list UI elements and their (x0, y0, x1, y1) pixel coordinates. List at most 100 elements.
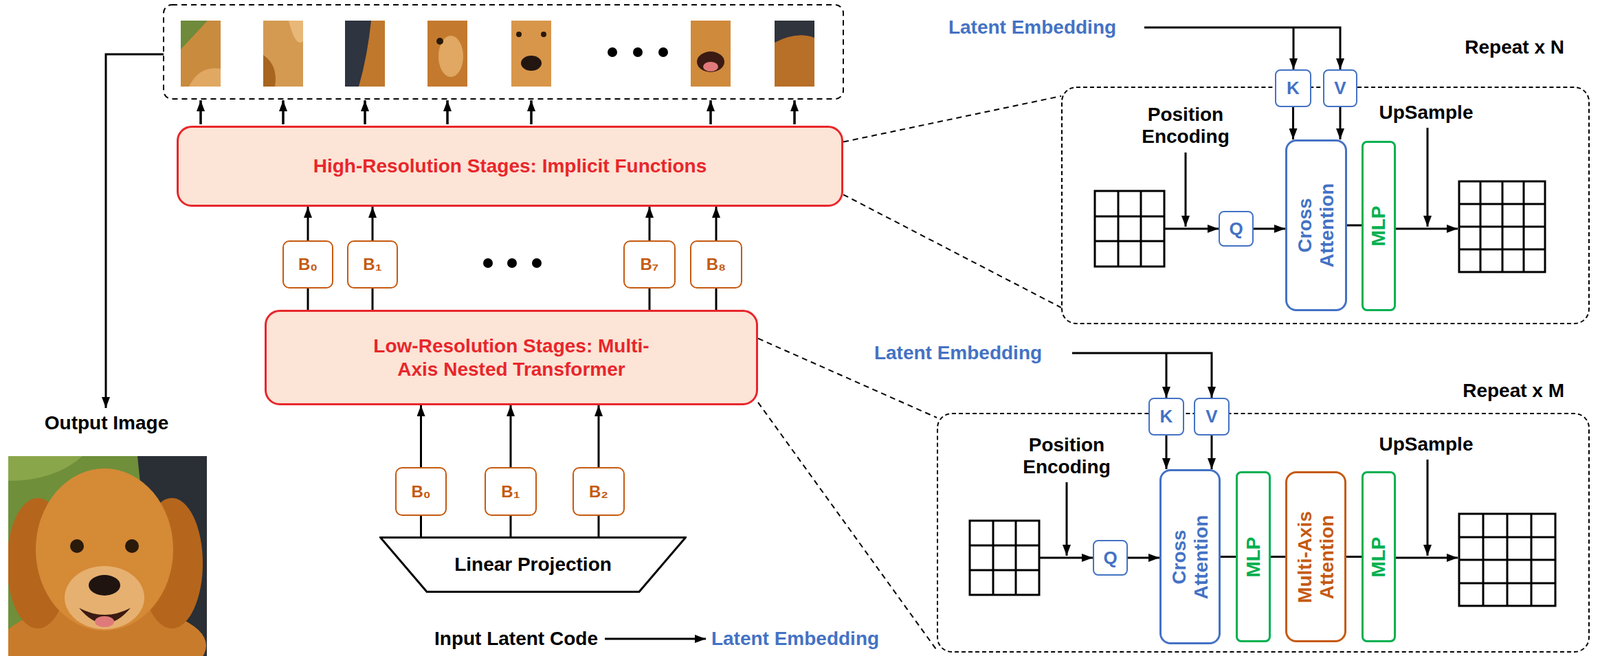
node-text: MLP (1367, 488, 1390, 627)
node-text: K (1160, 406, 1174, 428)
stage-box: High-Resolution Stages: Implicit Functio… (176, 125, 844, 207)
patch-detail (520, 55, 542, 71)
dog-head (35, 468, 174, 631)
connector (307, 206, 310, 241)
feature-block: B₁ (484, 467, 537, 517)
node-text: Multi-Axis Attention (1293, 502, 1338, 613)
output-arrows (200, 100, 795, 125)
flow-arrow (1395, 557, 1458, 560)
embedding-line (1165, 353, 1168, 398)
ellipsis-dot (483, 258, 493, 269)
connector (597, 405, 600, 468)
patch-tile (511, 20, 552, 87)
patch-detail (189, 68, 221, 87)
output-arrow (200, 100, 203, 125)
ellipsis-dot (507, 258, 517, 269)
block-heading: Repeat x N (1464, 36, 1565, 59)
embedding-line (1072, 353, 1212, 398)
patch-detail (703, 61, 719, 72)
patch-tile (345, 20, 385, 87)
zoom-leader (843, 194, 1062, 308)
embedding-arrow (604, 638, 706, 641)
patch-tile (263, 20, 304, 87)
connector (419, 405, 422, 468)
node-text: Q (1103, 547, 1117, 570)
dog-photo (8, 456, 207, 656)
feature-block: B₁ (347, 240, 398, 289)
dog-nose (88, 575, 121, 596)
flow-arrow (1395, 228, 1458, 231)
embedding-line (1292, 27, 1295, 70)
patch-tile (774, 20, 815, 87)
token-grid (1094, 191, 1165, 267)
attention-box: Cross Attention (1159, 469, 1221, 645)
patch-tile (345, 20, 385, 87)
output-arrow (282, 100, 285, 125)
connector (1346, 556, 1362, 559)
patch-detail (288, 20, 304, 43)
stage-box: Low-Resolution Stages: Multi-Axis Nested… (264, 309, 759, 406)
upsample-arrow (1426, 127, 1429, 227)
connector (1127, 557, 1160, 560)
patch-detail (436, 37, 444, 45)
output-arrow (793, 100, 796, 125)
dog-tongue (94, 616, 115, 628)
position-arrow (1065, 482, 1069, 557)
annotation-label: Latent Embedding (874, 342, 1042, 365)
node-text: B₀ (410, 482, 431, 502)
feature-block: B₀ (395, 467, 447, 517)
qkv-box: K (1148, 397, 1185, 436)
patch-detail (774, 20, 815, 43)
qkv-box: K (1274, 69, 1312, 108)
patch-tile (180, 20, 221, 87)
patch-detail (263, 54, 276, 87)
ellipsis-dot (658, 47, 669, 58)
annotation-label: UpSample (1379, 433, 1474, 456)
node-text: Q (1228, 218, 1243, 240)
repeat-block: Repeat x NQCross AttentionMLP (1061, 86, 1590, 325)
patch-detail (696, 51, 725, 73)
annotation-label: UpSample (1379, 101, 1474, 124)
upsample-arrow (1426, 459, 1429, 557)
annotation-label: Input Latent Code (434, 628, 598, 651)
patch-tile (180, 20, 221, 87)
patch-tile (511, 20, 552, 87)
feature-block: B₂ (572, 467, 625, 517)
patch-tile (690, 20, 731, 87)
connector (648, 206, 651, 241)
patch-detail (358, 20, 385, 87)
node-text: B₈ (706, 254, 727, 275)
output-patches-frame (163, 4, 844, 99)
qkv-box: V (1323, 69, 1358, 108)
annotation-label: Latent Embedding (711, 628, 880, 651)
zoom-leader (758, 402, 937, 651)
annotation-label: Position Encoding (1015, 434, 1119, 479)
node-text: B₁ (362, 254, 382, 275)
output-loop-arrow (105, 54, 164, 409)
dog-eye (125, 539, 139, 554)
ellipsis-dot (607, 47, 618, 58)
qkv-box: Q (1092, 540, 1128, 576)
connector (1253, 228, 1286, 231)
node-text: Low-Resolution Stages: Multi-Axis Nested… (360, 334, 663, 381)
token-grid (969, 520, 1040, 596)
annotation-label: Position Encoding (1134, 103, 1238, 148)
node-text: V (1205, 406, 1218, 428)
photo-background (8, 456, 83, 482)
qkv-box: V (1193, 397, 1230, 436)
connector (1210, 435, 1214, 470)
node-text: B₀ (298, 254, 318, 275)
connector (371, 288, 374, 310)
connector (509, 405, 513, 468)
patch-tile (427, 20, 468, 87)
projection-trapezoid: Linear Projection (379, 536, 687, 594)
output-arrow (446, 100, 449, 125)
zoom-leader (843, 96, 1062, 143)
embedding-line (1144, 27, 1341, 70)
connector (1165, 435, 1168, 470)
patch-tile (263, 20, 304, 87)
block-heading: Repeat x M (1462, 380, 1565, 403)
trapezoid-shape (380, 538, 686, 593)
patch-tile (690, 20, 731, 87)
